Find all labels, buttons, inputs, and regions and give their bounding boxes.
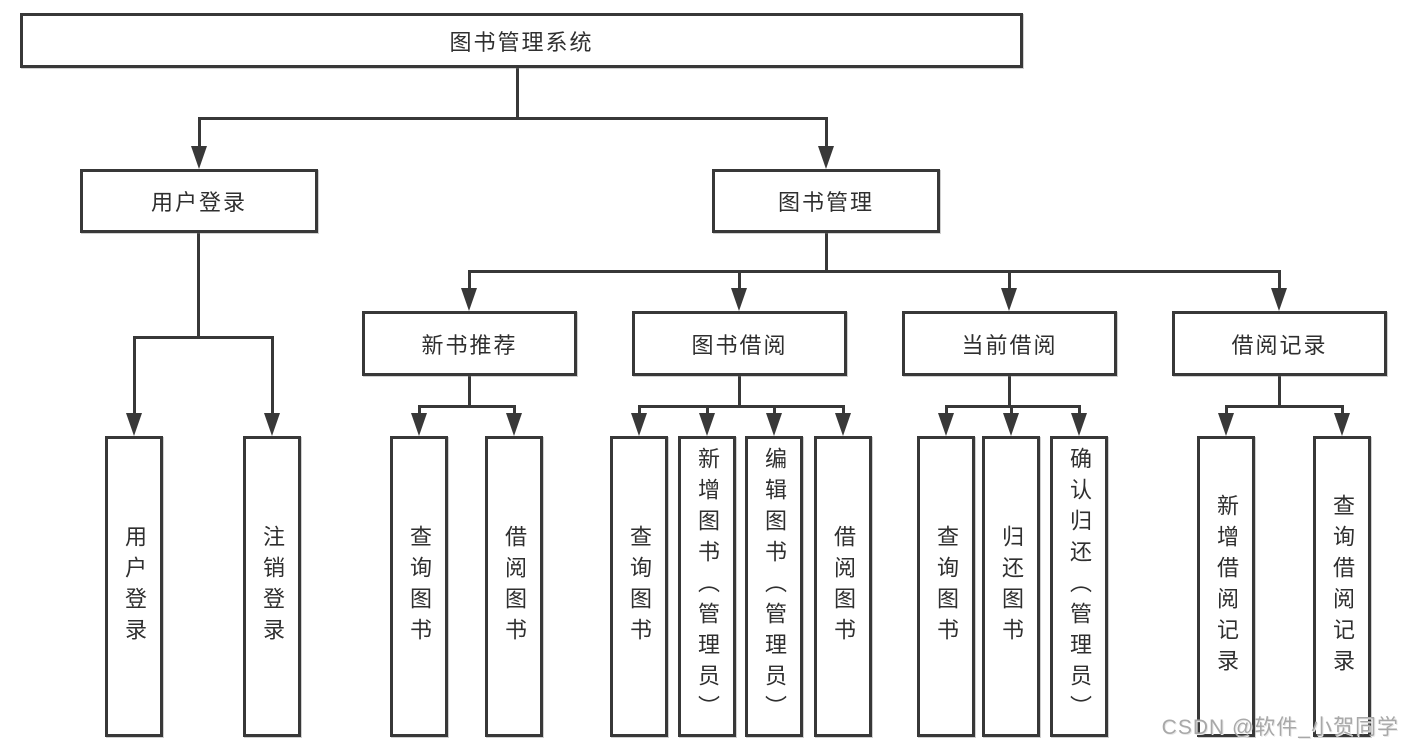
connector-stem: [513, 405, 516, 417]
connector-bus-level3: [468, 270, 1281, 273]
leaf-label: 借阅图书: [831, 524, 856, 649]
connector-stem: [198, 117, 201, 150]
node-borrowing-records: 借阅记录: [1172, 311, 1387, 376]
arrowhead-down: [835, 413, 851, 436]
arrowhead-down: [699, 413, 715, 436]
connector-stem: [638, 405, 641, 417]
node-book-borrowing: 图书借阅: [632, 311, 847, 376]
node-leaf-logout: 注销登录: [243, 436, 301, 737]
node-leaf-add-borrow-record: 新增借阅记录: [1197, 436, 1255, 737]
connector-stem: [1341, 405, 1344, 417]
connector-stem: [1078, 405, 1081, 417]
leaf-label: 查询借阅记录: [1330, 493, 1355, 680]
connector-stem: [825, 117, 828, 150]
arrowhead-down: [1271, 288, 1287, 311]
node-user-login-label: 用户登录: [150, 190, 247, 215]
connector-bus-current: [945, 405, 1081, 408]
arrowhead-down: [1334, 413, 1350, 436]
connector-new-book-trunk: [468, 376, 471, 408]
connector-book-mgmt-trunk: [825, 232, 828, 273]
node-user-login: 用户登录: [80, 169, 318, 233]
leaf-label: 查询图书: [407, 524, 432, 649]
connector-user-login-trunk: [197, 232, 200, 339]
node-leaf-borrow-books-borrowing: 借阅图书: [814, 436, 872, 737]
connector-borrowing-trunk: [738, 376, 741, 408]
connector-current-trunk: [1008, 376, 1011, 408]
leaf-label: 注销登录: [260, 524, 285, 649]
leaf-label: 确认归还（管理员）: [1067, 447, 1092, 726]
node-leaf-return-books: 归还图书: [982, 436, 1040, 737]
connector-stem: [1008, 270, 1011, 292]
node-current-borrowing: 当前借阅: [902, 311, 1117, 376]
node-leaf-query-books-current: 查询图书: [917, 436, 975, 737]
arrowhead-down: [411, 413, 427, 436]
connector-stem: [271, 336, 274, 416]
connector-bus-new-book: [418, 405, 516, 408]
node-leaf-add-books-admin: 新增图书（管理员）: [678, 436, 736, 737]
node-new-book-recommend-label: 新书推荐: [421, 332, 518, 358]
connector-stem: [1278, 270, 1281, 292]
node-leaf-borrow-books-newbook: 借阅图书: [485, 436, 543, 737]
leaf-label: 新增借阅记录: [1214, 493, 1239, 680]
arrowhead-down: [506, 413, 522, 436]
arrowhead-down: [1218, 413, 1234, 436]
leaf-label: 新增图书（管理员）: [695, 447, 720, 726]
arrowhead-down: [818, 146, 834, 169]
node-root-label: 图书管理系统: [449, 29, 594, 55]
leaf-label: 借阅图书: [502, 524, 527, 649]
connector-stem: [468, 270, 471, 292]
arrowhead-down: [461, 288, 477, 311]
connector-stem: [418, 405, 421, 417]
node-leaf-query-books-newbook: 查询图书: [390, 436, 448, 737]
arrowhead-down: [1001, 288, 1017, 311]
connector-bus-user-login: [133, 336, 274, 339]
arrowhead-down: [631, 413, 647, 436]
connector-stem: [842, 405, 845, 417]
node-leaf-user-login: 用户登录: [105, 436, 163, 737]
connector-records-trunk: [1278, 376, 1281, 408]
connector-bus-records: [1225, 405, 1344, 408]
leaf-label: 查询图书: [627, 524, 652, 649]
arrowhead-down: [938, 413, 954, 436]
arrowhead-down: [264, 413, 280, 436]
node-borrowing-records-label: 借阅记录: [1231, 332, 1328, 358]
arrowhead-down: [1071, 413, 1087, 436]
connector-stem: [1010, 405, 1013, 417]
node-current-borrowing-label: 当前借阅: [961, 332, 1058, 358]
leaf-label: 用户登录: [122, 524, 147, 649]
connector-bus-level2: [198, 117, 828, 120]
arrowhead-down: [126, 413, 142, 436]
leaf-label: 归还图书: [999, 524, 1024, 649]
connector-stem: [706, 405, 709, 417]
connector-root-trunk: [516, 67, 519, 119]
leaf-label: 编辑图书（管理员）: [762, 447, 787, 726]
node-book-management: 图书管理: [712, 169, 940, 233]
node-leaf-query-books-borrowing: 查询图书: [610, 436, 668, 737]
node-book-borrowing-label: 图书借阅: [691, 332, 788, 358]
node-leaf-query-borrow-record: 查询借阅记录: [1313, 436, 1371, 737]
node-leaf-confirm-return-admin: 确认归还（管理员）: [1050, 436, 1108, 737]
node-book-management-label: 图书管理: [777, 190, 874, 215]
node-root: 图书管理系统: [20, 13, 1023, 68]
watermark: CSDN @软件_小贺同学: [1161, 716, 1399, 739]
connector-stem: [773, 405, 776, 417]
arrowhead-down: [191, 146, 207, 169]
arrowhead-down: [766, 413, 782, 436]
connector-stem: [1225, 405, 1228, 417]
connector-stem: [133, 336, 136, 416]
connector-bus-borrowing: [638, 405, 845, 408]
node-new-book-recommend: 新书推荐: [362, 311, 577, 376]
arrowhead-down: [1003, 413, 1019, 436]
arrowhead-down: [731, 288, 747, 311]
connector-stem: [738, 270, 741, 292]
connector-stem: [945, 405, 948, 417]
leaf-label: 查询图书: [934, 524, 959, 649]
node-leaf-edit-books-admin: 编辑图书（管理员）: [745, 436, 803, 737]
